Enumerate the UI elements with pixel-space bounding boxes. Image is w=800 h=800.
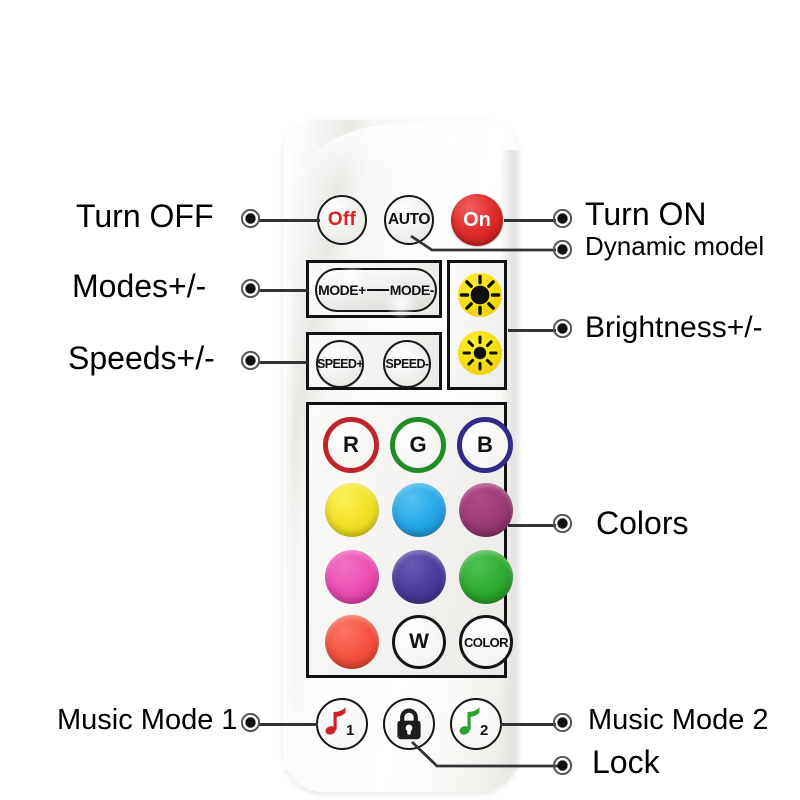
color-button-r[interactable]: R [323, 417, 379, 473]
callout-dot-modes [241, 279, 260, 298]
callout-label-lock: Lock [592, 744, 660, 780]
callout-dot-turn-on [553, 209, 572, 228]
on-button-label: On [463, 208, 491, 231]
callout-dot-turn-off [241, 209, 260, 228]
speed-panel: SPEED+ SPEED- [306, 332, 442, 390]
brightness-up-button[interactable] [458, 273, 502, 317]
color-button-g-label: G [409, 432, 427, 457]
mode-rocker-button[interactable]: MODE+ MODE- [315, 266, 437, 318]
leader-music2 [500, 723, 556, 726]
color-button-r-label: R [343, 432, 359, 457]
color-button-green[interactable] [459, 550, 513, 604]
callout-dot-music2 [553, 713, 572, 732]
leader-music1 [258, 723, 318, 726]
callout-label-speeds: Speeds+/- [68, 340, 215, 376]
callout-label-turn-on: Turn ON [585, 196, 707, 232]
callout-label-colors: Colors [596, 505, 689, 541]
auto-button-label: AUTO [387, 211, 431, 228]
lock-button[interactable] [383, 698, 435, 750]
music-mode-2-button[interactable]: 2 [450, 698, 502, 750]
speed-minus-label: SPEED- [385, 357, 430, 371]
color-button-b-label: B [477, 432, 493, 457]
mode-plus-label: MODE+ [318, 282, 366, 298]
color-button-white-label: W [409, 630, 429, 653]
mode-gloss-left [335, 266, 369, 292]
color-button-pink[interactable] [325, 550, 379, 604]
callout-dot-speeds [241, 351, 260, 370]
color-button-orange[interactable] [325, 615, 379, 669]
color-button-yellow[interactable] [325, 483, 379, 537]
callout-dot-dynamic [553, 240, 572, 259]
sun-large-icon [459, 274, 501, 316]
callout-label-music2: Music Mode 2 [588, 704, 769, 736]
color-button-indigo[interactable] [392, 550, 446, 604]
callout-dot-music1 [241, 713, 260, 732]
leader-speeds [258, 361, 308, 364]
off-button-label: Off [327, 209, 357, 230]
remote-left-edge-highlight [283, 150, 294, 770]
callout-dot-lock [553, 756, 572, 775]
callout-label-modes: Modes+/- [72, 268, 207, 304]
svg-text:2: 2 [480, 722, 488, 739]
color-button-g[interactable]: G [390, 417, 446, 473]
leader-colors [508, 524, 556, 527]
color-button-cyan[interactable] [392, 483, 446, 537]
color-button-color-label: COLOR [464, 634, 509, 650]
callout-label-turn-off: Turn OFF [76, 198, 214, 234]
auto-button[interactable]: AUTO [384, 195, 434, 245]
mode-separator [366, 288, 389, 292]
color-button-b[interactable]: B [457, 417, 513, 473]
on-button[interactable]: On [451, 194, 503, 246]
sun-small-icon [462, 335, 498, 371]
callout-label-music1: Music Mode 1 [57, 704, 238, 736]
speed-plus-button[interactable]: SPEED+ [316, 340, 364, 388]
mode-minus-label: MODE- [389, 282, 435, 298]
color-button-color[interactable]: COLOR [459, 615, 513, 669]
speed-minus-button[interactable]: SPEED- [383, 340, 431, 388]
callout-dot-colors [553, 514, 572, 533]
leader-brightness [508, 329, 556, 332]
leader-turn-off [258, 219, 320, 222]
leader-modes [258, 289, 308, 292]
color-button-white[interactable]: W [392, 615, 446, 669]
brightness-panel [447, 260, 507, 390]
callout-label-dynamic: Dynamic model [585, 231, 765, 261]
off-button[interactable]: Off [317, 195, 367, 245]
callout-dot-brightness [553, 319, 572, 338]
svg-text:1: 1 [346, 722, 354, 739]
color-grid-panel: R G B W COLOR [306, 402, 513, 678]
music-note-green-icon: 2 [459, 707, 488, 739]
mode-gloss-right [383, 290, 419, 318]
speed-plus-label: SPEED+ [316, 357, 364, 371]
callout-label-brightness: Brightness+/- [585, 311, 763, 344]
padlock-icon [397, 708, 421, 740]
brightness-down-button[interactable] [458, 331, 502, 375]
music-note-red-icon: 1 [325, 707, 354, 739]
leader-turn-on [504, 219, 556, 222]
color-button-plum[interactable] [459, 483, 513, 537]
